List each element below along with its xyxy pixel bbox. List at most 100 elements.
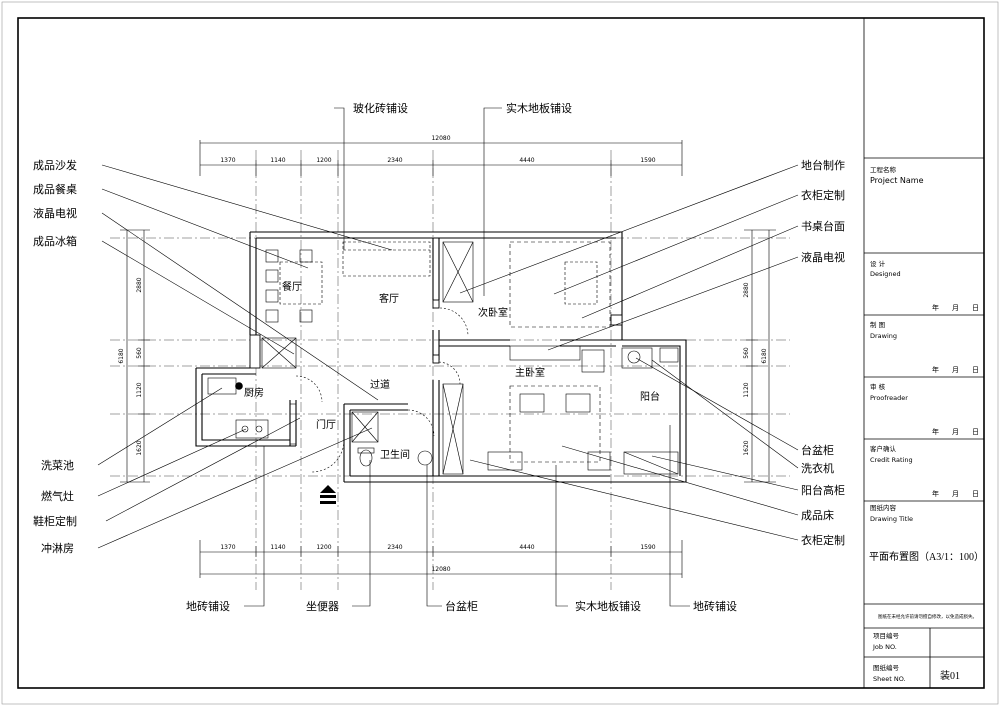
tb-sheet-cn: 图纸编号 — [873, 663, 900, 672]
callout-wood-floor-top: 实木地板铺设 — [506, 101, 572, 115]
tb-title-cn: 图纸内容 — [870, 503, 897, 512]
top-dim-2: 1140 — [270, 157, 285, 164]
basin — [417, 450, 433, 466]
tb-drawing-cn: 制 图 — [870, 320, 885, 329]
tb-sheet-value: 装01 — [940, 669, 960, 682]
callout-lcd-tv-left: 液晶电视 — [33, 206, 77, 220]
callout-finished-bed: 成品床 — [801, 508, 834, 522]
wardrobe-second — [442, 241, 474, 303]
tb-design-day: 日 — [972, 304, 979, 312]
room-label-bathroom: 卫生间 — [380, 448, 410, 461]
fridge — [261, 337, 297, 369]
tb-sheet-en: Sheet NO. — [873, 675, 906, 683]
shower — [351, 411, 379, 443]
top-dim-4: 2340 — [387, 157, 402, 164]
tb-project-en: Project Name — [870, 176, 924, 185]
callout-fridge: 成品冰箱 — [33, 234, 77, 248]
drawing-frame — [17, 17, 985, 689]
right-dim-2: 560 — [743, 347, 750, 359]
callout-sink: 洗菜池 — [41, 459, 74, 472]
left-dim-3: 1120 — [136, 382, 143, 397]
tb-credit-cn: 客户确认 — [870, 444, 897, 453]
tb-proof-month: 月 — [952, 428, 959, 436]
tb-job-en: Job NO. — [872, 643, 897, 651]
room-label-master-bedroom: 主卧室 — [515, 366, 545, 379]
tb-design-year: 年 — [932, 303, 939, 312]
callout-tile-top: 玻化砖铺设 — [353, 101, 408, 115]
tb-design-month: 月 — [952, 304, 959, 312]
tb-design-en: Designed — [870, 270, 901, 278]
bottom-total-dimension: 12080 — [431, 566, 450, 573]
right-dim-1: 2880 — [743, 282, 750, 297]
wall-fills — [249, 299, 623, 369]
bottom-dim-2: 1140 — [270, 544, 285, 551]
tb-job-cn: 项目编号 — [873, 631, 900, 640]
bottom-dim-3: 1200 — [316, 544, 331, 551]
tb-drawing-en: Drawing — [870, 332, 897, 340]
left-total-dimension: 6180 — [118, 348, 125, 363]
room-label-living: 客厅 — [379, 292, 399, 305]
callout-finished-dining-table: 成品餐桌 — [33, 182, 77, 196]
bottom-dim-6: 1590 — [640, 544, 655, 551]
walls — [195, 231, 687, 483]
callout-floor-tile-2: 地砖铺设 — [693, 599, 737, 613]
left-dim-2: 560 — [136, 347, 143, 359]
callout-finished-sofa: 成品沙发 — [33, 158, 77, 172]
title-block — [863, 18, 984, 688]
callout-shoe-cabinet: 鞋柜定制 — [33, 514, 77, 528]
left-dim-1: 2880 — [136, 277, 143, 292]
bottom-dim-5: 4440 — [519, 544, 534, 551]
room-label-balcony: 阳台 — [640, 390, 660, 403]
callout-floor-tile-1: 地砖铺设 — [186, 599, 230, 613]
tb-proof-day: 日 — [972, 428, 979, 436]
tb-drawing-year: 年 — [932, 365, 939, 374]
callout-platform: 地台制作 — [801, 158, 845, 172]
tb-project-cn: 工程名称 — [870, 165, 897, 174]
callout-wood-floor-bottom: 实木地板铺设 — [575, 599, 641, 613]
callout-wardrobe-2: 衣柜定制 — [801, 533, 845, 547]
sofa — [342, 241, 431, 277]
right-dim-3: 1120 — [743, 382, 750, 397]
room-label-dining: 餐厅 — [282, 280, 302, 293]
room-label-foyer: 门厅 — [316, 418, 336, 431]
tb-proof-cn: 审 核 — [870, 382, 886, 391]
callout-gas-stove: 燃气灶 — [41, 489, 74, 503]
tb-credit-year: 年 — [932, 489, 939, 498]
tb-drawing-month: 月 — [952, 366, 959, 374]
entrance-arrow-icon — [320, 485, 336, 504]
callout-wardrobe-1: 衣柜定制 — [801, 188, 845, 202]
top-dim-3: 1200 — [316, 157, 331, 164]
right-dim-4: 1620 — [743, 440, 750, 455]
callout-lcd-tv-right: 液晶电视 — [801, 250, 845, 264]
tb-proof-en: Proofreader — [870, 394, 908, 402]
bottom-dim-4: 2340 — [387, 544, 402, 551]
tb-note: 图纸在未经允许前请勿擅自修改，以免造成损失。 — [878, 613, 977, 620]
room-label-corridor: 过道 — [370, 378, 390, 391]
top-dim-1: 1370 — [220, 157, 235, 164]
top-dim-5: 4440 — [519, 157, 534, 164]
bottom-dim-1: 1370 — [220, 544, 235, 551]
room-label-second-bedroom: 次卧室 — [478, 306, 508, 319]
top-total-dimension: 12080 — [431, 135, 450, 142]
right-total-dimension: 6180 — [761, 348, 768, 363]
tb-title-value: 平面布置图（A3/1：100） — [869, 551, 984, 563]
toilet — [359, 449, 373, 467]
gas-stove — [235, 419, 269, 439]
top-dim-6: 1590 — [640, 157, 655, 164]
tb-drawing-day: 日 — [972, 366, 979, 374]
callout-toilet: 坐便器 — [306, 600, 339, 613]
callout-shower: 冲淋房 — [41, 541, 74, 555]
tb-design-cn: 设 计 — [870, 259, 886, 268]
wardrobe-master — [442, 383, 464, 475]
callout-washing-machine: 洗衣机 — [801, 461, 834, 475]
tb-credit-day: 日 — [972, 490, 979, 498]
room-label-kitchen: 厨房 — [244, 386, 264, 399]
callout-basin-cabinet-bottom: 台盆柜 — [445, 599, 478, 613]
tb-credit-en: Credit Rating — [870, 456, 913, 464]
left-dim-4: 1620 — [136, 440, 143, 455]
callout-desk-top: 书桌台面 — [801, 219, 845, 233]
leader-lines — [97, 107, 799, 607]
tb-proof-year: 年 — [932, 427, 939, 436]
